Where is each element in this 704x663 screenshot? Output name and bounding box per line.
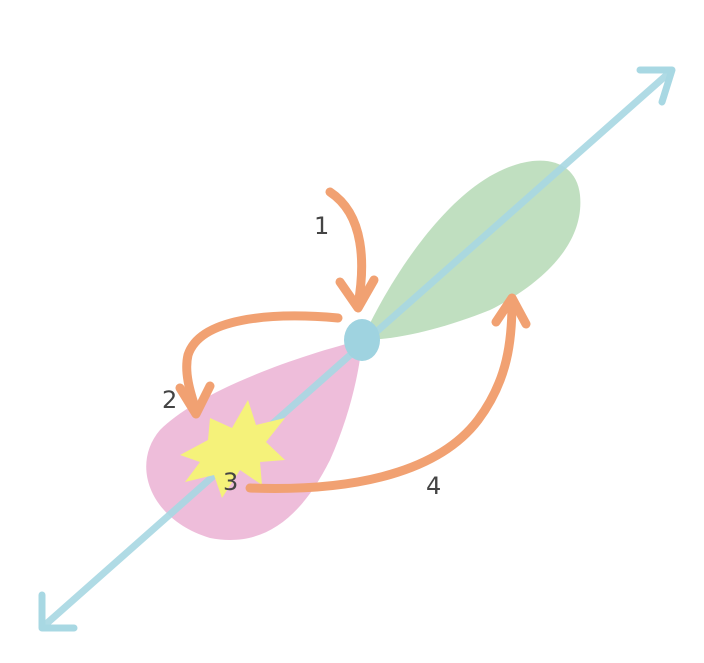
arrow-step-4-head [491, 293, 531, 329]
step-label-2: 2 [162, 386, 177, 414]
step-label-4: 4 [426, 472, 441, 500]
axis-arrowhead-bottom [38, 591, 78, 632]
axis-arrowhead-top [636, 66, 676, 106]
nucleus-dot [344, 319, 380, 361]
arrow-step-4 [245, 297, 517, 493]
arrow-step-2-head [175, 381, 215, 419]
arrow-step-2 [182, 311, 343, 415]
step-label-1: 1 [314, 212, 329, 240]
arrow-step-1 [325, 187, 367, 310]
arrow-step-1-head [335, 275, 379, 313]
burst-shape [180, 400, 285, 498]
step-label-3: 3 [223, 468, 238, 496]
